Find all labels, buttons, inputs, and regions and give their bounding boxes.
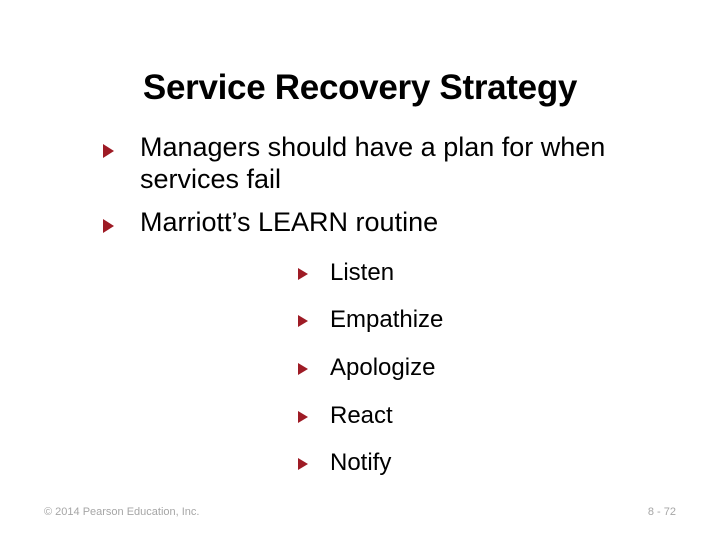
bullet-item-2: Marriott’s LEARN routine Listen Empathiz… <box>0 207 720 477</box>
triangle-right-icon <box>103 144 114 158</box>
sub-bullet-item-notify: Notify <box>140 449 650 477</box>
page-number: 8 - 72 <box>647 506 676 518</box>
triangle-right-icon <box>298 315 308 328</box>
copyright-notice: © 2014 Pearson Education, Inc. <box>44 506 200 518</box>
triangle-right-icon <box>298 458 308 471</box>
triangle-right-icon <box>298 267 308 280</box>
page-title: Service Recovery Strategy <box>142 68 578 108</box>
sub-bullet-item-listen-label: Listen <box>330 258 395 286</box>
sub-bullet-item-empathize: Empathize <box>140 306 650 334</box>
sub-bullet-item-listen: Listen <box>140 259 650 287</box>
sub-bullet-list: Listen Empathize Apologize React Notify <box>140 259 650 477</box>
triangle-right-icon <box>103 219 114 234</box>
triangle-right-icon <box>298 410 308 423</box>
sub-bullet-item-apologize: Apologize <box>140 354 650 382</box>
bullet-item-1-label: Managers should have a plan for when ser… <box>140 132 606 194</box>
bullet-item-1: Managers should have a plan for when ser… <box>0 132 720 195</box>
sub-bullet-item-notify-label: Notify <box>330 449 392 477</box>
sub-bullet-item-react-label: React <box>330 401 393 429</box>
bullet-list: Managers should have a plan for when ser… <box>0 132 720 489</box>
sub-bullet-item-empathize-label: Empathize <box>330 306 444 334</box>
slide-footer: © 2014 Pearson Education, Inc. 8 - 72 <box>0 506 720 522</box>
triangle-right-icon <box>298 362 308 375</box>
sub-bullet-item-apologize-label: Apologize <box>330 353 436 381</box>
sub-bullet-item-react: React <box>140 402 650 430</box>
bullet-item-2-label: Marriott’s LEARN routine <box>140 207 439 238</box>
